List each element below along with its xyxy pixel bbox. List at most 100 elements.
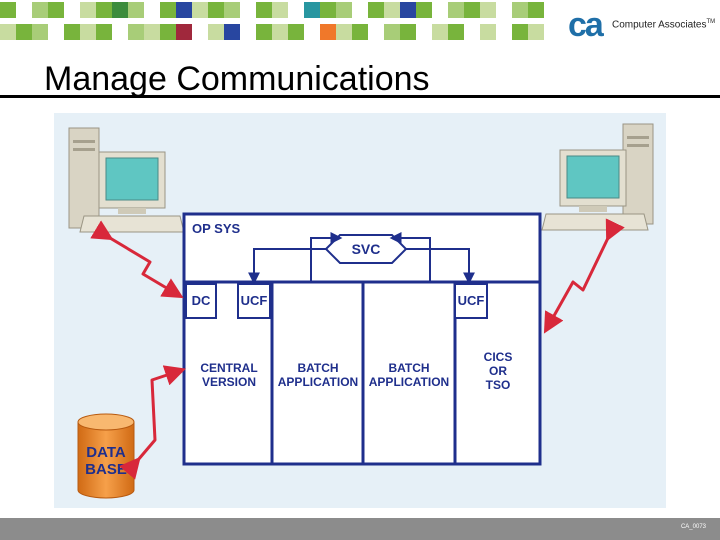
header-square <box>176 24 192 40</box>
header-square <box>528 2 544 18</box>
ucf-right-box <box>454 283 488 319</box>
database-link-arrow <box>119 365 186 480</box>
header-square <box>16 2 32 18</box>
header-square <box>272 24 288 40</box>
header-square <box>448 24 464 40</box>
header-square <box>32 2 48 18</box>
header-square <box>480 24 496 40</box>
header-square <box>512 2 528 18</box>
header-square <box>176 2 192 18</box>
header-square <box>336 24 352 40</box>
header-square <box>144 24 160 40</box>
header-square <box>288 2 304 18</box>
cics-tso-line1: CICS <box>484 350 513 364</box>
header-square <box>416 2 432 18</box>
logo-company-name: Computer AssociatesTM <box>612 19 715 30</box>
page-title: Manage Communications <box>44 60 430 98</box>
cics-tso-line2: OR <box>489 364 507 378</box>
header-square <box>528 24 544 40</box>
database-icon: DATA BASE <box>77 413 135 499</box>
header-square <box>240 2 256 18</box>
header-square <box>128 2 144 18</box>
header-square <box>0 2 16 18</box>
left-terminal-link-arrow <box>90 220 184 299</box>
company-logo: ca Computer AssociatesTM <box>566 6 716 46</box>
header-square <box>160 24 176 40</box>
header-square <box>64 24 80 40</box>
svc-label: SVC <box>352 241 381 257</box>
logo-mark: ca <box>568 6 604 44</box>
header-square <box>384 2 400 18</box>
header-square <box>240 24 256 40</box>
header-square <box>32 24 48 40</box>
header-square <box>80 24 96 40</box>
header-square <box>544 24 560 40</box>
header-square <box>464 2 480 18</box>
header-square <box>112 2 128 18</box>
slide-code: CA_0073 <box>680 524 706 530</box>
header-square <box>464 24 480 40</box>
batch-app-1-line2: APPLICATION <box>278 375 358 389</box>
header-square <box>208 24 224 40</box>
ucf-left-label: UCF <box>241 293 268 308</box>
right-terminal-link-arrow <box>543 218 625 334</box>
batch-app-2-line2: APPLICATION <box>369 375 449 389</box>
header-square <box>112 24 128 40</box>
header-square <box>64 2 80 18</box>
dc-box <box>185 283 217 319</box>
batch-app-1-line1: BATCH <box>297 361 338 375</box>
header-pattern <box>0 2 560 40</box>
op-sys-label: OP SYS <box>192 221 241 236</box>
header-square <box>416 24 432 40</box>
header-square <box>208 2 224 18</box>
header-square <box>192 24 208 40</box>
header-square <box>224 24 240 40</box>
header-square <box>320 2 336 18</box>
header-square <box>352 24 368 40</box>
header-square <box>48 2 64 18</box>
header-square <box>368 2 384 18</box>
header-square <box>368 24 384 40</box>
header-square <box>496 24 512 40</box>
header-square <box>288 24 304 40</box>
header-square <box>96 24 112 40</box>
header-square <box>336 2 352 18</box>
header-square <box>512 24 528 40</box>
title-divider <box>0 95 720 98</box>
header-square <box>96 2 112 18</box>
header-square <box>432 2 448 18</box>
logo-company-text: Computer Associates <box>612 19 707 31</box>
header-square <box>304 2 320 18</box>
header-square <box>0 24 16 40</box>
header-square <box>400 24 416 40</box>
database-label-line2: BASE <box>85 461 127 478</box>
header-square <box>128 24 144 40</box>
header-square <box>480 2 496 18</box>
batch-app-2-line1: BATCH <box>388 361 429 375</box>
footer-bar: CA_0073 <box>0 518 720 540</box>
central-version-line2: VERSION <box>202 375 256 389</box>
ucf-left-box <box>237 283 271 319</box>
dc-label: DC <box>192 293 211 308</box>
header-square <box>400 2 416 18</box>
header-square <box>192 2 208 18</box>
header-square <box>352 2 368 18</box>
central-version-line1: CENTRAL <box>200 361 257 375</box>
header-square <box>256 2 272 18</box>
header-square <box>448 2 464 18</box>
header-square <box>384 24 400 40</box>
header-square <box>80 2 96 18</box>
header-square <box>432 24 448 40</box>
logo-trademark: TM <box>706 19 716 25</box>
ucf-right-label: UCF <box>458 293 485 308</box>
right-computer-icon <box>541 123 654 231</box>
svc-connectors <box>248 232 475 285</box>
header-square <box>160 2 176 18</box>
header-square <box>144 2 160 18</box>
header-square <box>304 24 320 40</box>
communication-arrows <box>90 218 625 480</box>
left-computer-icon <box>68 127 185 233</box>
header-square <box>272 2 288 18</box>
header-square <box>256 24 272 40</box>
cics-tso-line3: TSO <box>486 378 511 392</box>
